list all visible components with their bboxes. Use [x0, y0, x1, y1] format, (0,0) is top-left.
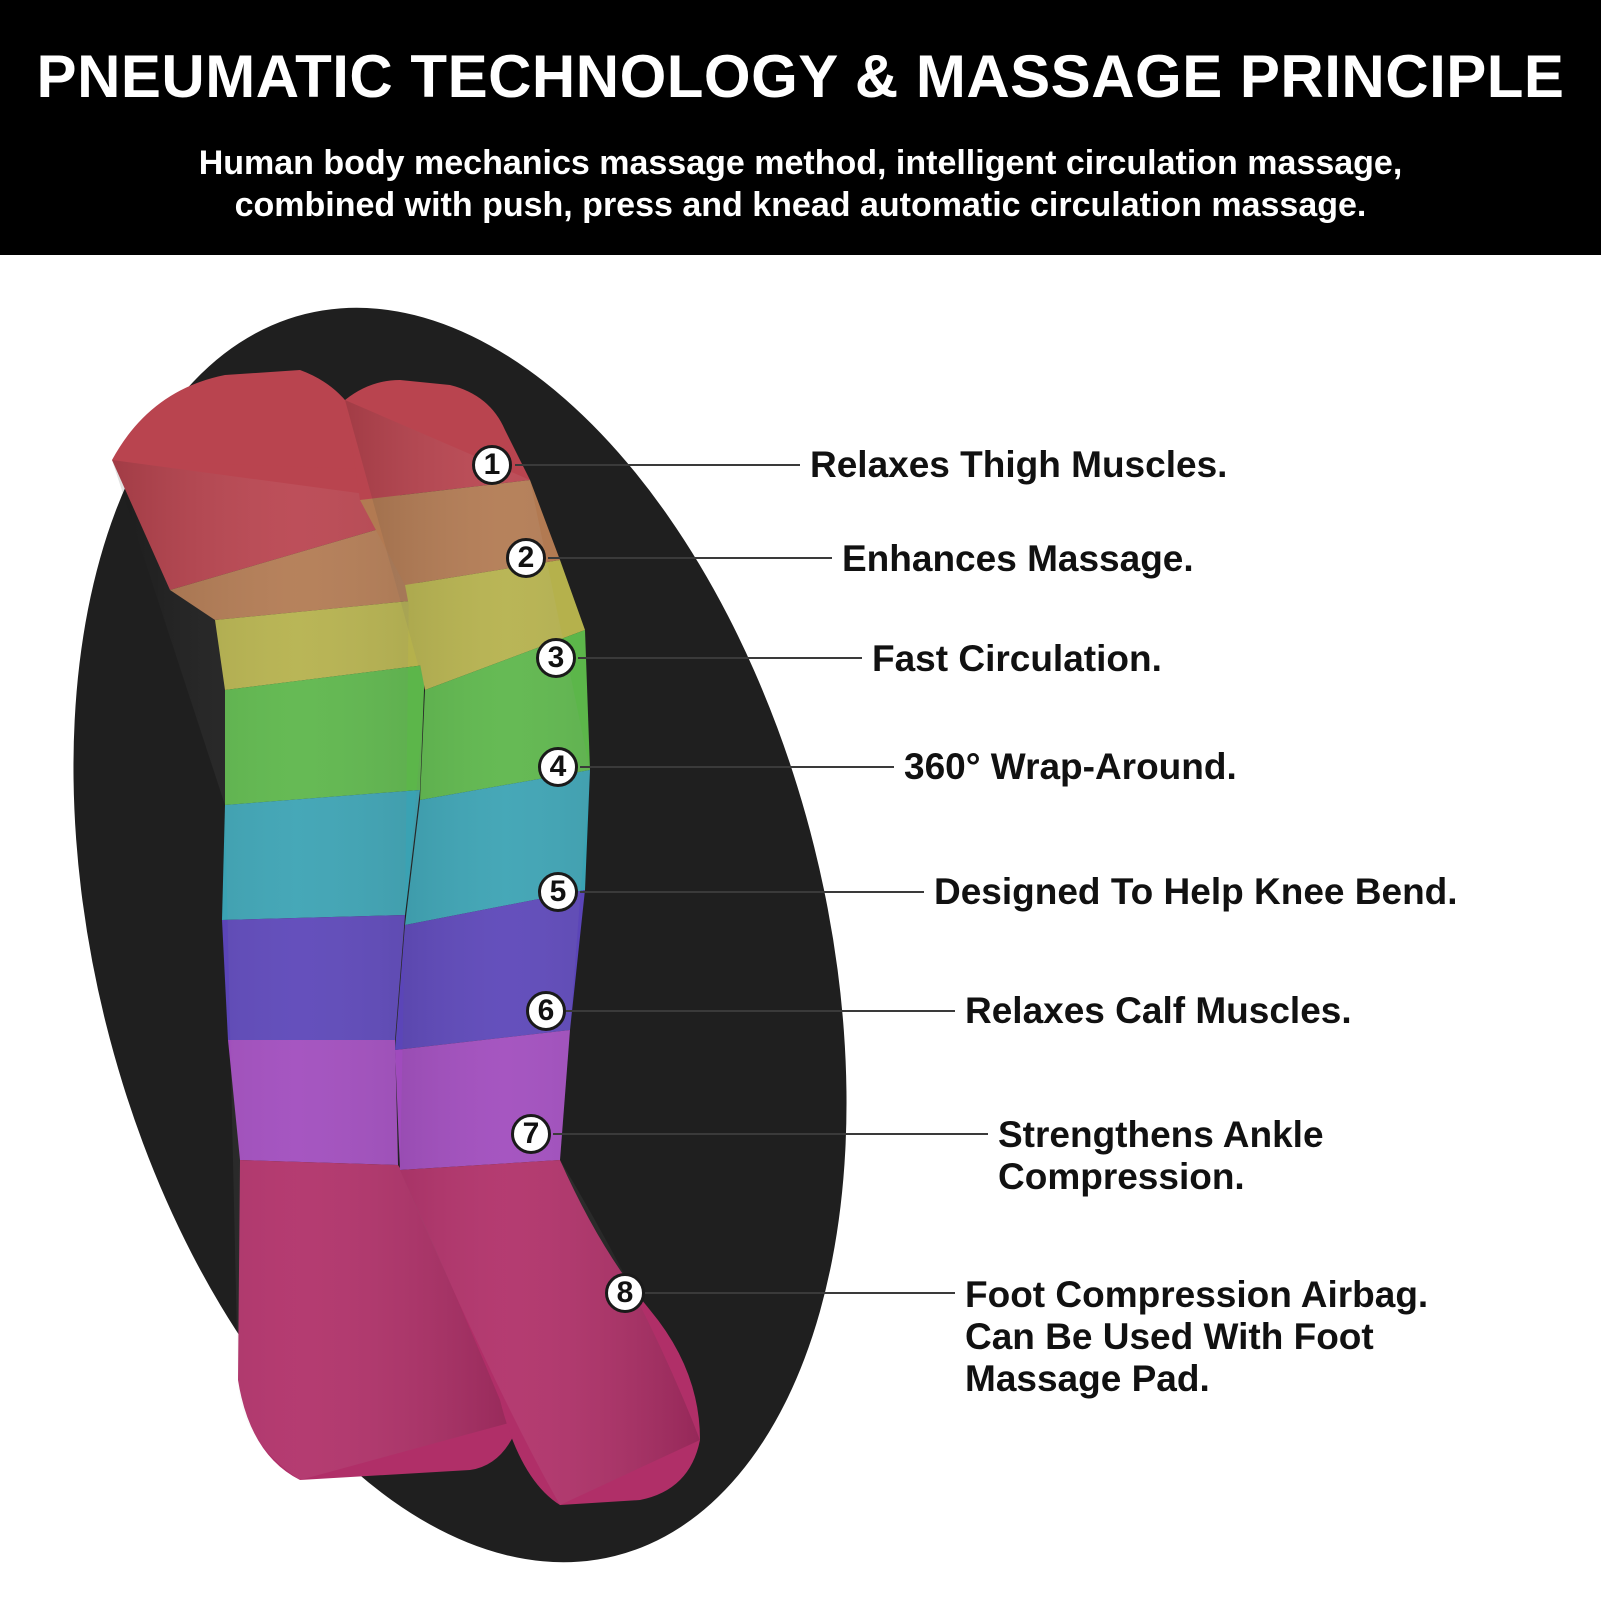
feature-label-7: Strengthens Ankle Compression.	[998, 1114, 1324, 1198]
feature-label-7-line-1: Strengthens Ankle	[998, 1114, 1324, 1155]
feature-label-1: Relaxes Thigh Muscles.	[810, 444, 1228, 485]
zone-1-badge: 1	[472, 445, 512, 485]
zone-6-badge: 6	[526, 991, 566, 1031]
feature-label-8-line-3: Massage Pad.	[965, 1358, 1210, 1399]
page-title: PNEUMATIC TECHNOLOGY & MASSAGE PRINCIPLE	[36, 43, 1565, 110]
feature-label-4: 360° Wrap-Around.	[904, 746, 1237, 787]
feature-label-6: Relaxes Calf Muscles.	[965, 990, 1352, 1031]
feature-label-3: Fast Circulation.	[872, 638, 1162, 679]
leader-lines	[515, 464, 988, 1294]
feature-label-5: Designed To Help Knee Bend.	[934, 871, 1458, 912]
zone-2-badge: 2	[506, 538, 546, 578]
zone-5-badge: 5	[538, 872, 578, 912]
subtitle-line-2: combined with push, press and knead auto…	[234, 186, 1367, 224]
feature-label-7-line-2: Compression.	[998, 1156, 1245, 1197]
feature-label-8-line-2: Can Be Used With Foot	[965, 1316, 1374, 1357]
feature-label-2: Enhances Massage.	[842, 538, 1194, 579]
zone-7-badge: 7	[511, 1114, 551, 1154]
feature-label-8-line-1: Foot Compression Airbag.	[965, 1274, 1429, 1315]
right-leg-sleeve	[345, 380, 700, 1505]
header-banner: PNEUMATIC TECHNOLOGY & MASSAGE PRINCIPLE…	[0, 0, 1601, 255]
feature-label-8: Foot Compression Airbag. Can Be Used Wit…	[965, 1274, 1428, 1400]
zone-8-badge: 8	[605, 1273, 645, 1313]
zone-3-badge: 3	[536, 638, 576, 678]
subtitle-line-1: Human body mechanics massage method, int…	[198, 144, 1403, 182]
left-leg-sleeve	[112, 370, 521, 1480]
zone-4-badge: 4	[538, 747, 578, 787]
page-subtitle: Human body mechanics massage method, int…	[0, 142, 1601, 226]
